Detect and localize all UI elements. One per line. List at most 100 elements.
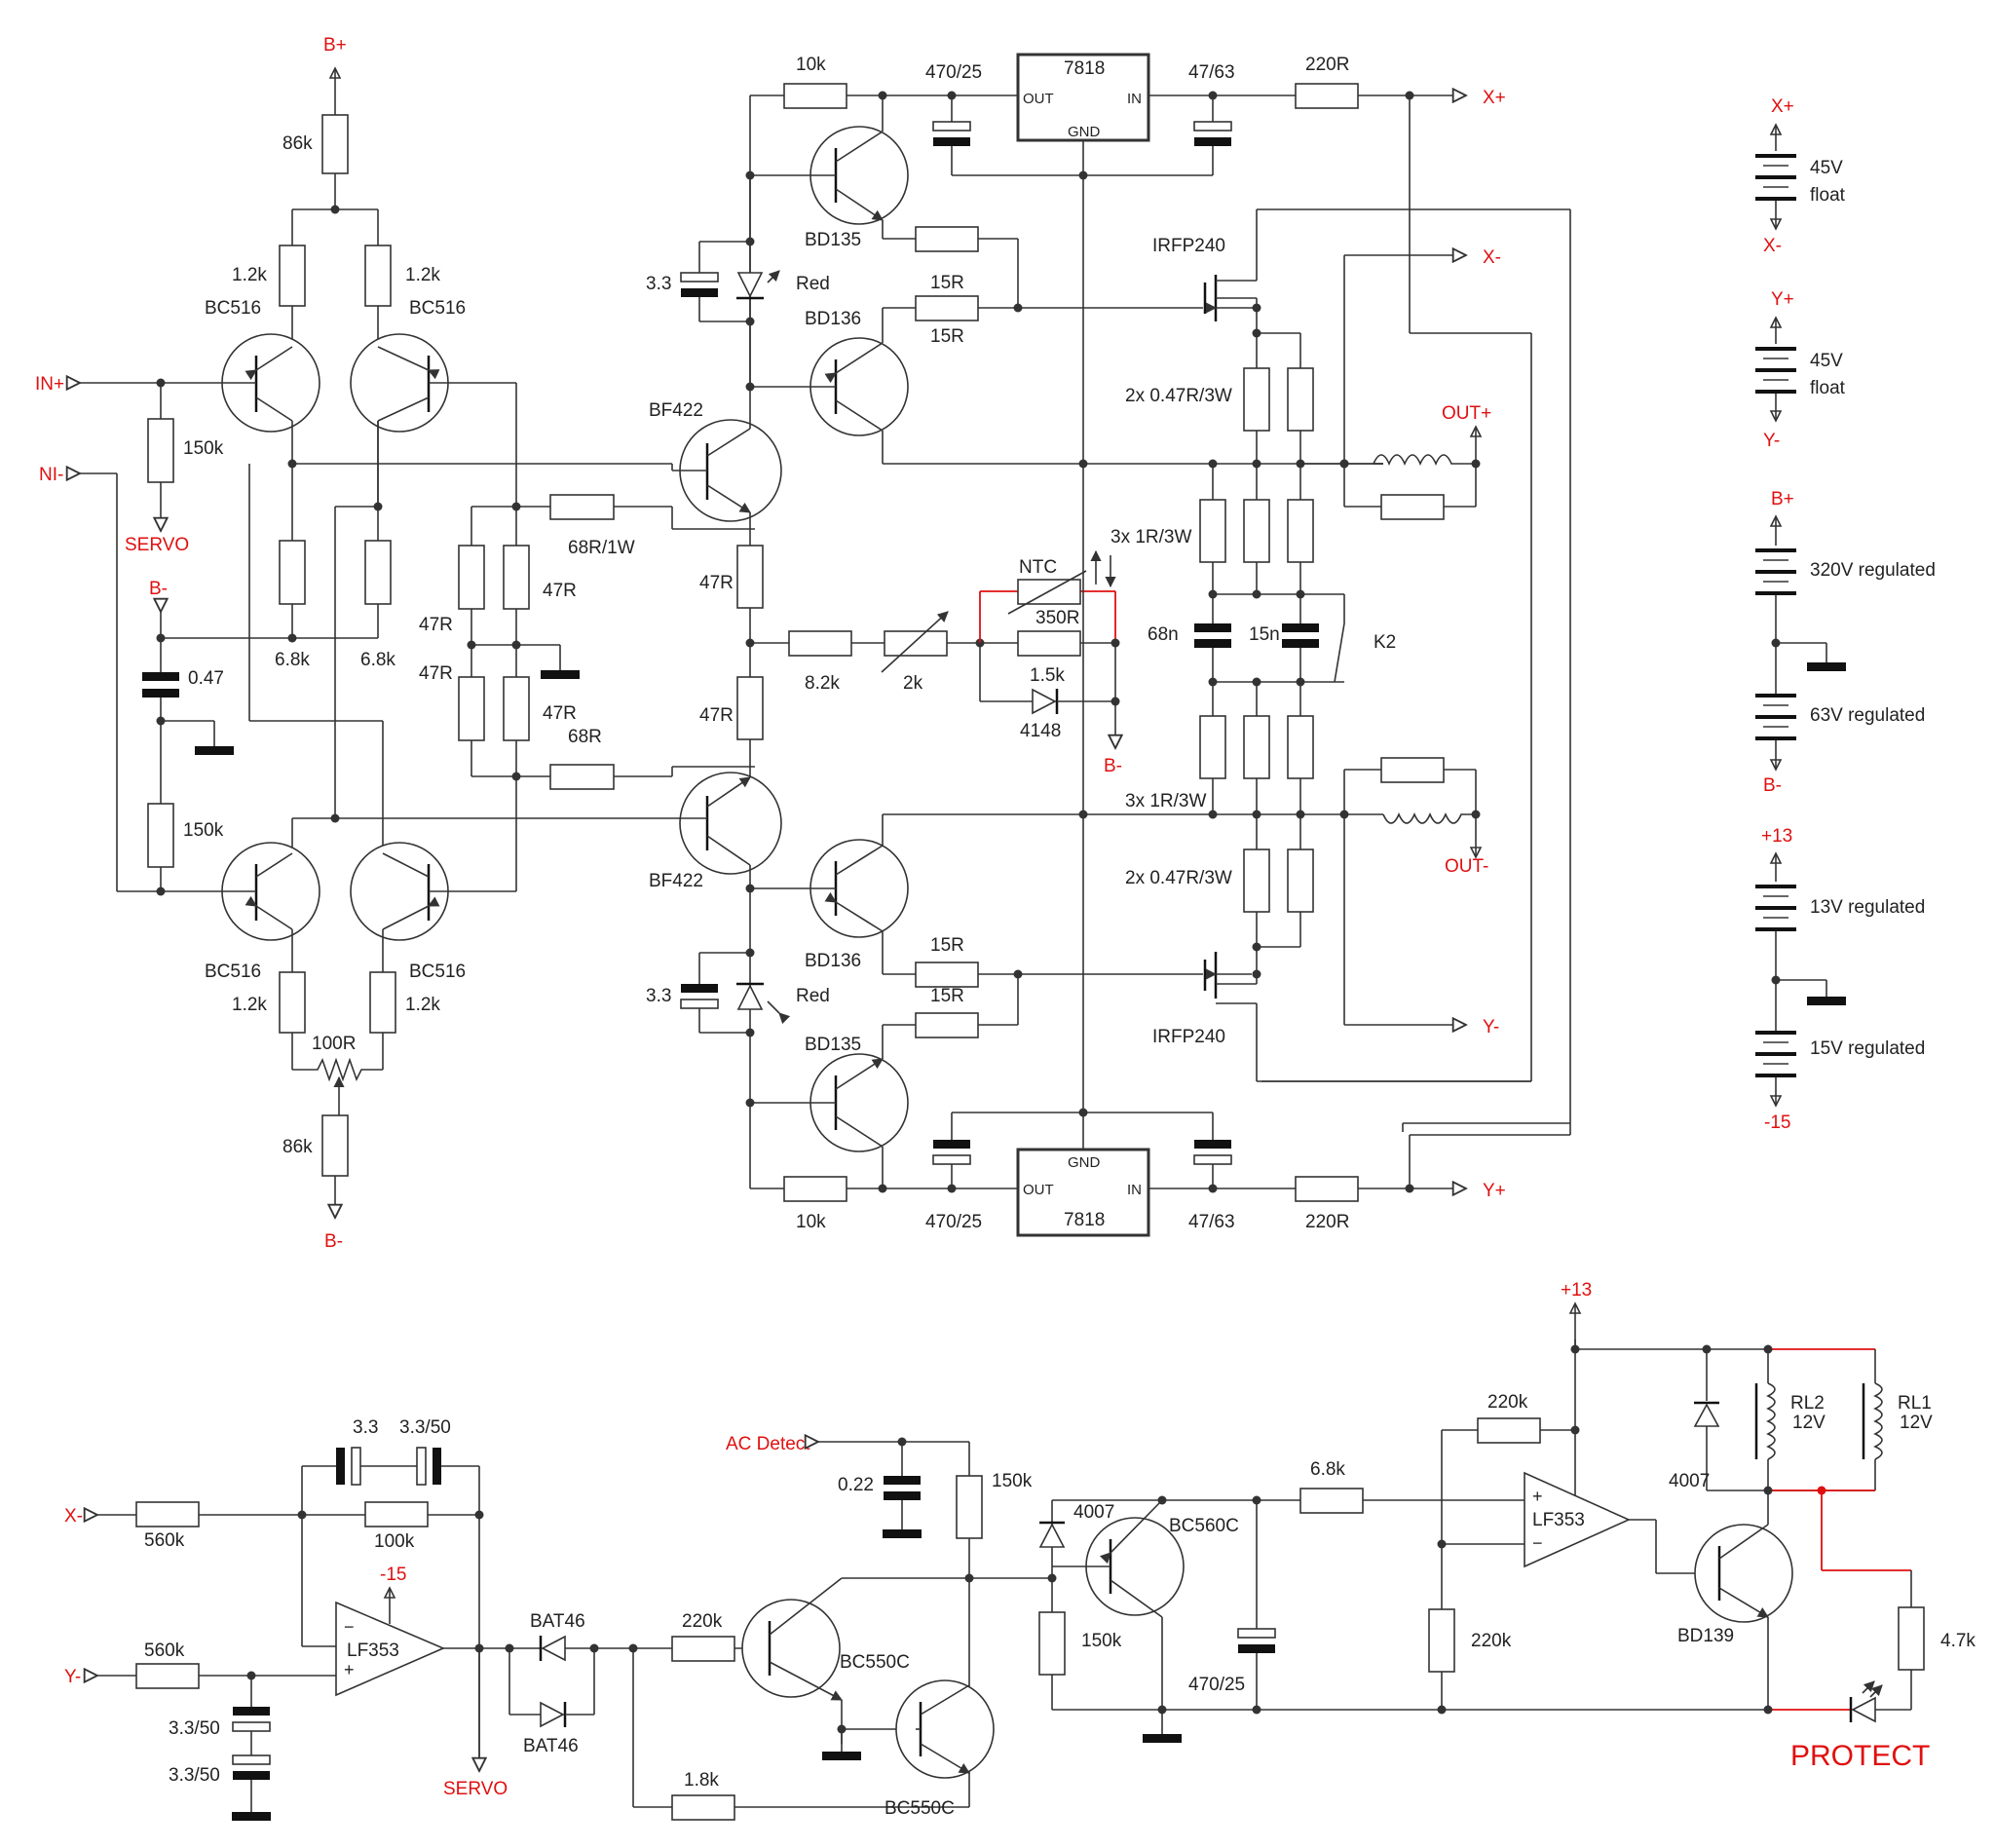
b-minus-bottom-label: B-: [324, 1231, 343, 1252]
transistor-bc550c-a: [741, 1599, 841, 1698]
bd136-bot-label: BD136: [805, 951, 861, 971]
led-red-bot-label: Red: [796, 986, 830, 1006]
led-red-top-label: Red: [796, 274, 830, 294]
r68r1w-label: 68R/1W: [568, 538, 635, 558]
bd135-top-label: BD135: [805, 230, 861, 250]
resistor-220k-ground: [1428, 1608, 1455, 1673]
bat46-top-label: BAT46: [530, 1611, 585, 1632]
transistor-bf422-bottom: [679, 772, 782, 875]
bc550c-b-label: BC550C: [885, 1798, 955, 1819]
pot100r-label: 100R: [312, 1034, 356, 1054]
r10k-top-label: 10k: [796, 55, 826, 75]
c470-bot-label: 470/25: [925, 1212, 982, 1232]
resistor-1r-bot-c: [1287, 715, 1314, 779]
r86k-top-label: 86k: [282, 133, 313, 154]
reg-bot-out: OUT: [1023, 1182, 1054, 1198]
r1k8-label: 1.8k: [684, 1770, 719, 1791]
relay-rl1-coil: [1873, 1382, 1883, 1460]
trimmer-100r[interactable]: [292, 1057, 383, 1082]
inductor-out-plus: [1373, 454, 1476, 466]
resistor-047r-bot-b: [1287, 849, 1314, 913]
resistor-47r-a: [458, 545, 485, 610]
transistor-bd139: [1694, 1524, 1793, 1623]
c47025-label: 470/25: [1188, 1675, 1245, 1695]
supply-13-desc1: 13V regulated: [1810, 897, 1925, 918]
resistor-560k-top: [135, 1501, 200, 1527]
rl1-v-label: 12V: [1900, 1413, 1933, 1433]
inductor-out-minus: [1382, 812, 1476, 824]
y-plus-label: Y+: [1483, 1181, 1506, 1201]
diode-bat46-top: [541, 1635, 566, 1662]
resistor-150k-in: [147, 418, 174, 483]
r15r-a-label: 15R: [930, 273, 964, 293]
resistor-1k2-bl: [279, 971, 306, 1034]
resistor-1r-top-a: [1199, 499, 1226, 563]
c3350-b-label: 3.3/50: [169, 1765, 220, 1786]
resistor-220r-bottom: [1295, 1176, 1359, 1202]
r15r-c-label: 15R: [930, 935, 964, 956]
r150k-in-label: 150k: [183, 438, 224, 459]
y-minus-label: Y-: [1483, 1017, 1499, 1037]
bf422-top-label: BF422: [649, 400, 703, 421]
supply-legend: X+ 45V float X- Y+ 45V float Y- B+ 320V …: [1755, 96, 1936, 1133]
in-plus-label[interactable]: IN+: [35, 374, 64, 395]
r10k-bot-label: 10k: [796, 1212, 826, 1232]
supply-b-bottom: B-: [1763, 775, 1782, 796]
r47-a-label: 47R: [419, 615, 453, 635]
top-driver: 10k 470/25 7818 OUT IN GND 47/63 220R X+…: [646, 53, 1571, 1150]
resistor-047r-bot-a: [1243, 849, 1270, 913]
rl2-label: RL2: [1790, 1393, 1825, 1414]
r8k2-label: 8.2k: [805, 673, 840, 694]
supply-y-top: Y+: [1771, 289, 1794, 310]
r1k2-tr-label: 1.2k: [405, 265, 440, 285]
protect-opamp-label: LF353: [1532, 1510, 1585, 1530]
resistor-damping-bot: [1380, 757, 1445, 783]
ni-minus-label[interactable]: NI-: [39, 465, 63, 485]
out-minus-label: OUT-: [1445, 856, 1488, 877]
supply-x-top: X+: [1771, 96, 1794, 117]
r47-vbe-bot-label: 47R: [699, 705, 734, 726]
b-minus-left-label: B-: [149, 579, 168, 599]
servo-x-minus-label: X-: [64, 1506, 83, 1527]
r047-bot-label: 2x 0.47R/3W: [1125, 868, 1232, 888]
resistor-1k5: [1017, 630, 1081, 657]
resistor-47r-c: [458, 676, 485, 741]
resistor-15r-b: [915, 295, 979, 321]
supply-15-bottom: -15: [1764, 1113, 1790, 1133]
r68r-label: 68R: [568, 727, 602, 747]
bc550c-a-label: BC550C: [840, 1652, 910, 1673]
bc516-tr-label: BC516: [409, 298, 466, 319]
resistor-220r-top: [1295, 83, 1359, 109]
regulator-7818-top: [1016, 53, 1150, 142]
resistor-150k-ni: [147, 803, 174, 868]
input-stage: B+ 86k 1.2k 1.2k BC516 BC516 IN+ 150k SE…: [35, 35, 755, 1252]
resistor-1k2-br: [369, 971, 396, 1034]
ac-detect-label[interactable]: AC Detect: [726, 1434, 810, 1454]
r150k-b-label: 150k: [1081, 1631, 1122, 1651]
r6k8-right-label: 6.8k: [360, 650, 395, 670]
plus-sign: +: [344, 1660, 355, 1679]
r1r-top-label: 3x 1R/3W: [1110, 527, 1191, 547]
regulator-7818-bottom: [1016, 1148, 1150, 1237]
reg-bot-gnd: GND: [1068, 1154, 1101, 1171]
resistor-1r-top-c: [1287, 499, 1314, 563]
r350r-label: 350R: [1035, 608, 1079, 628]
reg-bot-label: 7818: [1064, 1210, 1105, 1230]
r1k2-tl-label: 1.2k: [232, 265, 267, 285]
c33-top-label: 3.3: [646, 274, 671, 294]
resistor-1r-bot-a: [1199, 715, 1226, 779]
bc516-bl-label: BC516: [205, 962, 261, 982]
supply-y-desc1: 45V: [1810, 351, 1843, 371]
led-red-bottom: [736, 984, 764, 1010]
r6k8-prot-label: 6.8k: [1310, 1459, 1345, 1480]
resistor-68r1w: [549, 494, 615, 520]
supply-y-desc2: float: [1810, 378, 1846, 398]
ntc-label: NTC: [1019, 557, 1057, 578]
pot2k-label: 2k: [903, 673, 923, 694]
resistor-1r-bot-b: [1243, 715, 1270, 779]
r047-top-label: 2x 0.47R/3W: [1125, 386, 1232, 406]
trimmer-2k[interactable]: [884, 630, 948, 657]
opamp-servo: [335, 1601, 446, 1697]
supply-x-bottom: X-: [1763, 236, 1782, 256]
